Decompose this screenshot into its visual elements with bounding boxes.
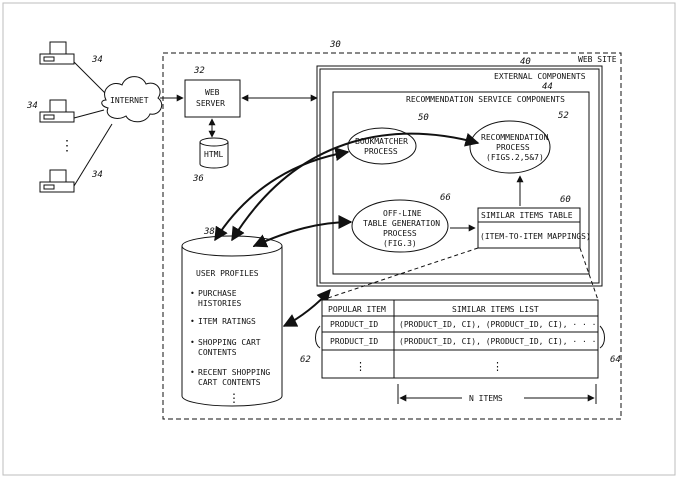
client-computer <box>39 169 75 193</box>
bookmatcher-ref-label: 50 <box>418 113 429 123</box>
offline-process-label: PROCESS <box>383 229 417 238</box>
web-site-boundary <box>162 52 622 420</box>
profiles-ellipsis: ⋮ <box>228 391 240 405</box>
web-server-label: SERVER <box>196 99 225 108</box>
bullet: • <box>190 317 195 326</box>
flow-arrow <box>252 215 353 248</box>
shopping-cart-label: CONTENTS <box>198 348 237 357</box>
internet-cloud <box>101 76 163 123</box>
table-ellipsis: ⋮ <box>492 360 503 373</box>
web-server-box <box>184 79 241 118</box>
bullet: • <box>190 368 195 377</box>
recommendation-service-label: RECOMMENDATION SERVICE COMPONENTS <box>406 95 565 104</box>
recommendation-process-label: PROCESS <box>496 143 530 152</box>
offline-process-label: (FIG.3) <box>383 239 417 248</box>
bookmatcher-label: PROCESS <box>364 147 398 156</box>
purchase-histories-label: PURCHASE <box>198 289 237 298</box>
client-computer <box>39 41 75 65</box>
bullet: • <box>190 289 195 298</box>
right-column-ref-label: 64 <box>610 355 621 365</box>
offline-process-label: OFF-LINE <box>383 209 422 218</box>
recent-cart-label: CART CONTENTS <box>198 378 261 387</box>
client-ref-label: 34 <box>91 170 103 180</box>
web-server-ref-label: 32 <box>193 66 205 76</box>
flow-arrow <box>231 132 480 242</box>
external-ref-label: 40 <box>520 57 531 67</box>
table-cell: (PRODUCT_ID, CI), (PRODUCT_ID, CI), · · … <box>399 320 596 329</box>
simtable-ref-label: 60 <box>560 195 571 205</box>
item-ratings-label: ITEM RATINGS <box>198 317 256 326</box>
flow-arrow <box>214 147 350 242</box>
profiles-ref-label: 38 <box>203 227 215 237</box>
client-ellipsis: ⋮ <box>60 138 74 154</box>
table-ellipsis: ⋮ <box>355 360 366 373</box>
client-computer <box>39 99 75 123</box>
bullet: • <box>190 338 195 347</box>
external-components-label: EXTERNAL COMPONENTS <box>494 72 586 81</box>
recent-cart-label: RECENT SHOPPING <box>198 368 270 377</box>
offline-process-label: TABLE GENERATION <box>363 219 440 228</box>
recommendation-process-label: (FIGS.2,5&7) <box>486 153 544 162</box>
user-profiles-store <box>181 235 283 407</box>
web-server-label: WEB <box>205 88 220 97</box>
flow-arrow <box>282 288 331 327</box>
client-ref-label: 34 <box>91 55 103 65</box>
table-cell: PRODUCT_ID <box>330 337 378 346</box>
internet-label: INTERNET <box>110 96 149 105</box>
purchase-histories-label: HISTORIES <box>198 299 242 308</box>
system-ref-label: 30 <box>329 40 341 50</box>
recsvc-ref-label: 44 <box>542 82 553 92</box>
offline-ref-label: 66 <box>440 193 451 203</box>
html-label: HTML <box>204 150 223 159</box>
user-profiles-title: USER PROFILES <box>196 269 259 278</box>
table-header-popular-item: POPULAR ITEM <box>328 305 386 314</box>
table-cell: (PRODUCT_ID, CI), (PRODUCT_ID, CI), · · … <box>399 337 596 346</box>
html-ref-label: 36 <box>192 174 204 184</box>
client-ref-label: 34 <box>26 101 38 111</box>
similar-items-table-title: SIMILAR ITEMS TABLE <box>481 211 573 220</box>
n-items-label: N ITEMS <box>469 394 503 403</box>
left-column-ref-label: 62 <box>300 355 311 365</box>
table-cell: PRODUCT_ID <box>330 320 378 329</box>
shopping-cart-label: SHOPPING CART <box>198 338 261 347</box>
web-site-label: WEB SITE <box>578 55 617 64</box>
similar-items-table-subtitle: (ITEM-TO-ITEM MAPPINGS) <box>480 232 591 241</box>
recommendation-process-label: RECOMMENDATION <box>481 133 549 142</box>
similar-items-table <box>321 299 599 379</box>
recproc-ref-label: 52 <box>558 111 569 121</box>
table-header-similar-items-list: SIMILAR ITEMS LIST <box>452 305 539 314</box>
